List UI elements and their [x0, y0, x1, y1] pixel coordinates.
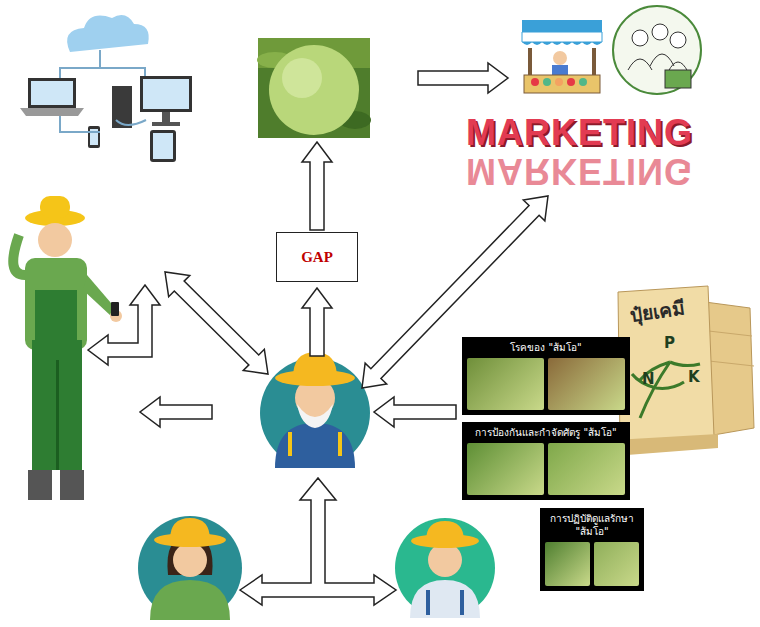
fertilizer-bags [614, 286, 754, 456]
gap-box: GAP [276, 232, 358, 282]
pest-photo [548, 443, 625, 495]
block-arrow [302, 288, 332, 356]
pest-photo [594, 542, 639, 586]
computer-cloud [20, 15, 192, 162]
marketing-heading: MARKETING [466, 112, 693, 154]
farmer-avatar [260, 352, 370, 468]
photo-panel: การป้องกันและกำจัดศัตรู "ส้มโอ" [462, 422, 630, 500]
t-arrow [240, 478, 396, 605]
panel-caption: การปฏิบัติดูแลรักษา "ส้มโอ" [545, 512, 639, 538]
marketing-reflection: MARKETING [466, 150, 693, 192]
photo-panel: การปฏิบัติดูแลรักษา "ส้มโอ" [540, 508, 644, 591]
green-market-crowd [613, 6, 701, 94]
nutrient-letter: P [664, 334, 675, 352]
photo-row [545, 542, 639, 586]
pest-photo [545, 542, 590, 586]
woman-farmer-avatar [138, 516, 242, 620]
bent-arrow [88, 285, 160, 365]
pest-photo [467, 358, 544, 410]
photo-row [467, 358, 625, 410]
pomelo-photo [257, 38, 371, 138]
boy-farmer-avatar [395, 518, 495, 618]
photo-row [467, 443, 625, 495]
block-arrow [374, 397, 456, 427]
nutrient-letter: N [642, 370, 655, 388]
block-arrow [302, 142, 332, 230]
pest-photo [467, 443, 544, 495]
panel-caption: โรคของ "ส้มโอ" [467, 341, 625, 354]
block-arrow [140, 397, 212, 427]
photo-panel: โรคของ "ส้มโอ" [462, 337, 630, 415]
pest-photo [548, 358, 625, 410]
panel-caption: การป้องกันและกำจัดศัตรู "ส้มโอ" [467, 426, 625, 439]
block-arrow [418, 63, 508, 93]
box-label: GAP [301, 249, 333, 266]
market-stall [522, 20, 602, 93]
nutrient-letter: K [688, 368, 700, 386]
double-arrow [165, 272, 268, 374]
